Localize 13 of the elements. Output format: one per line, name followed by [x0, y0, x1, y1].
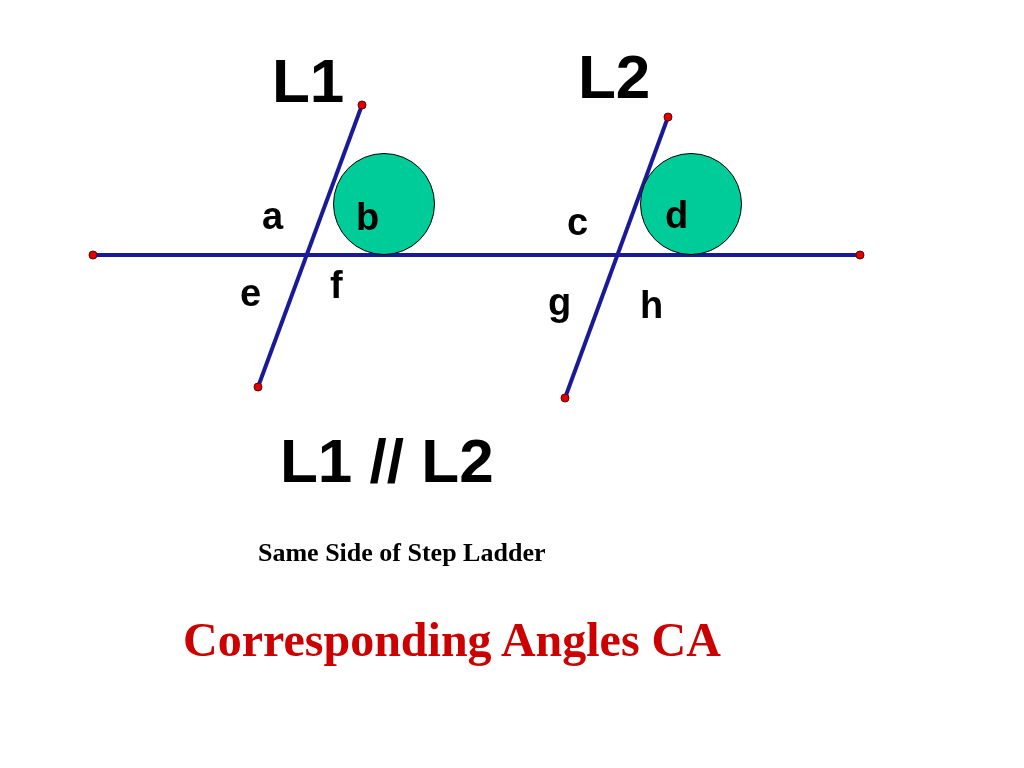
angle-label: d [665, 196, 689, 234]
caption: Corresponding Angles CA [182, 612, 722, 668]
angle-label: a [262, 197, 284, 235]
line-name: L2 [578, 46, 651, 108]
note-text: Same Side of Step Ladder [258, 540, 546, 566]
parallel-statement: L1 // L2 [280, 430, 494, 492]
angle-label: g [548, 283, 572, 321]
angle-label: f [330, 266, 343, 304]
angle-label: e [240, 274, 262, 312]
angle-label: h [640, 286, 664, 324]
angle-label: b [356, 198, 380, 236]
line-name: L1 [272, 50, 345, 112]
angle-label: c [567, 203, 589, 241]
